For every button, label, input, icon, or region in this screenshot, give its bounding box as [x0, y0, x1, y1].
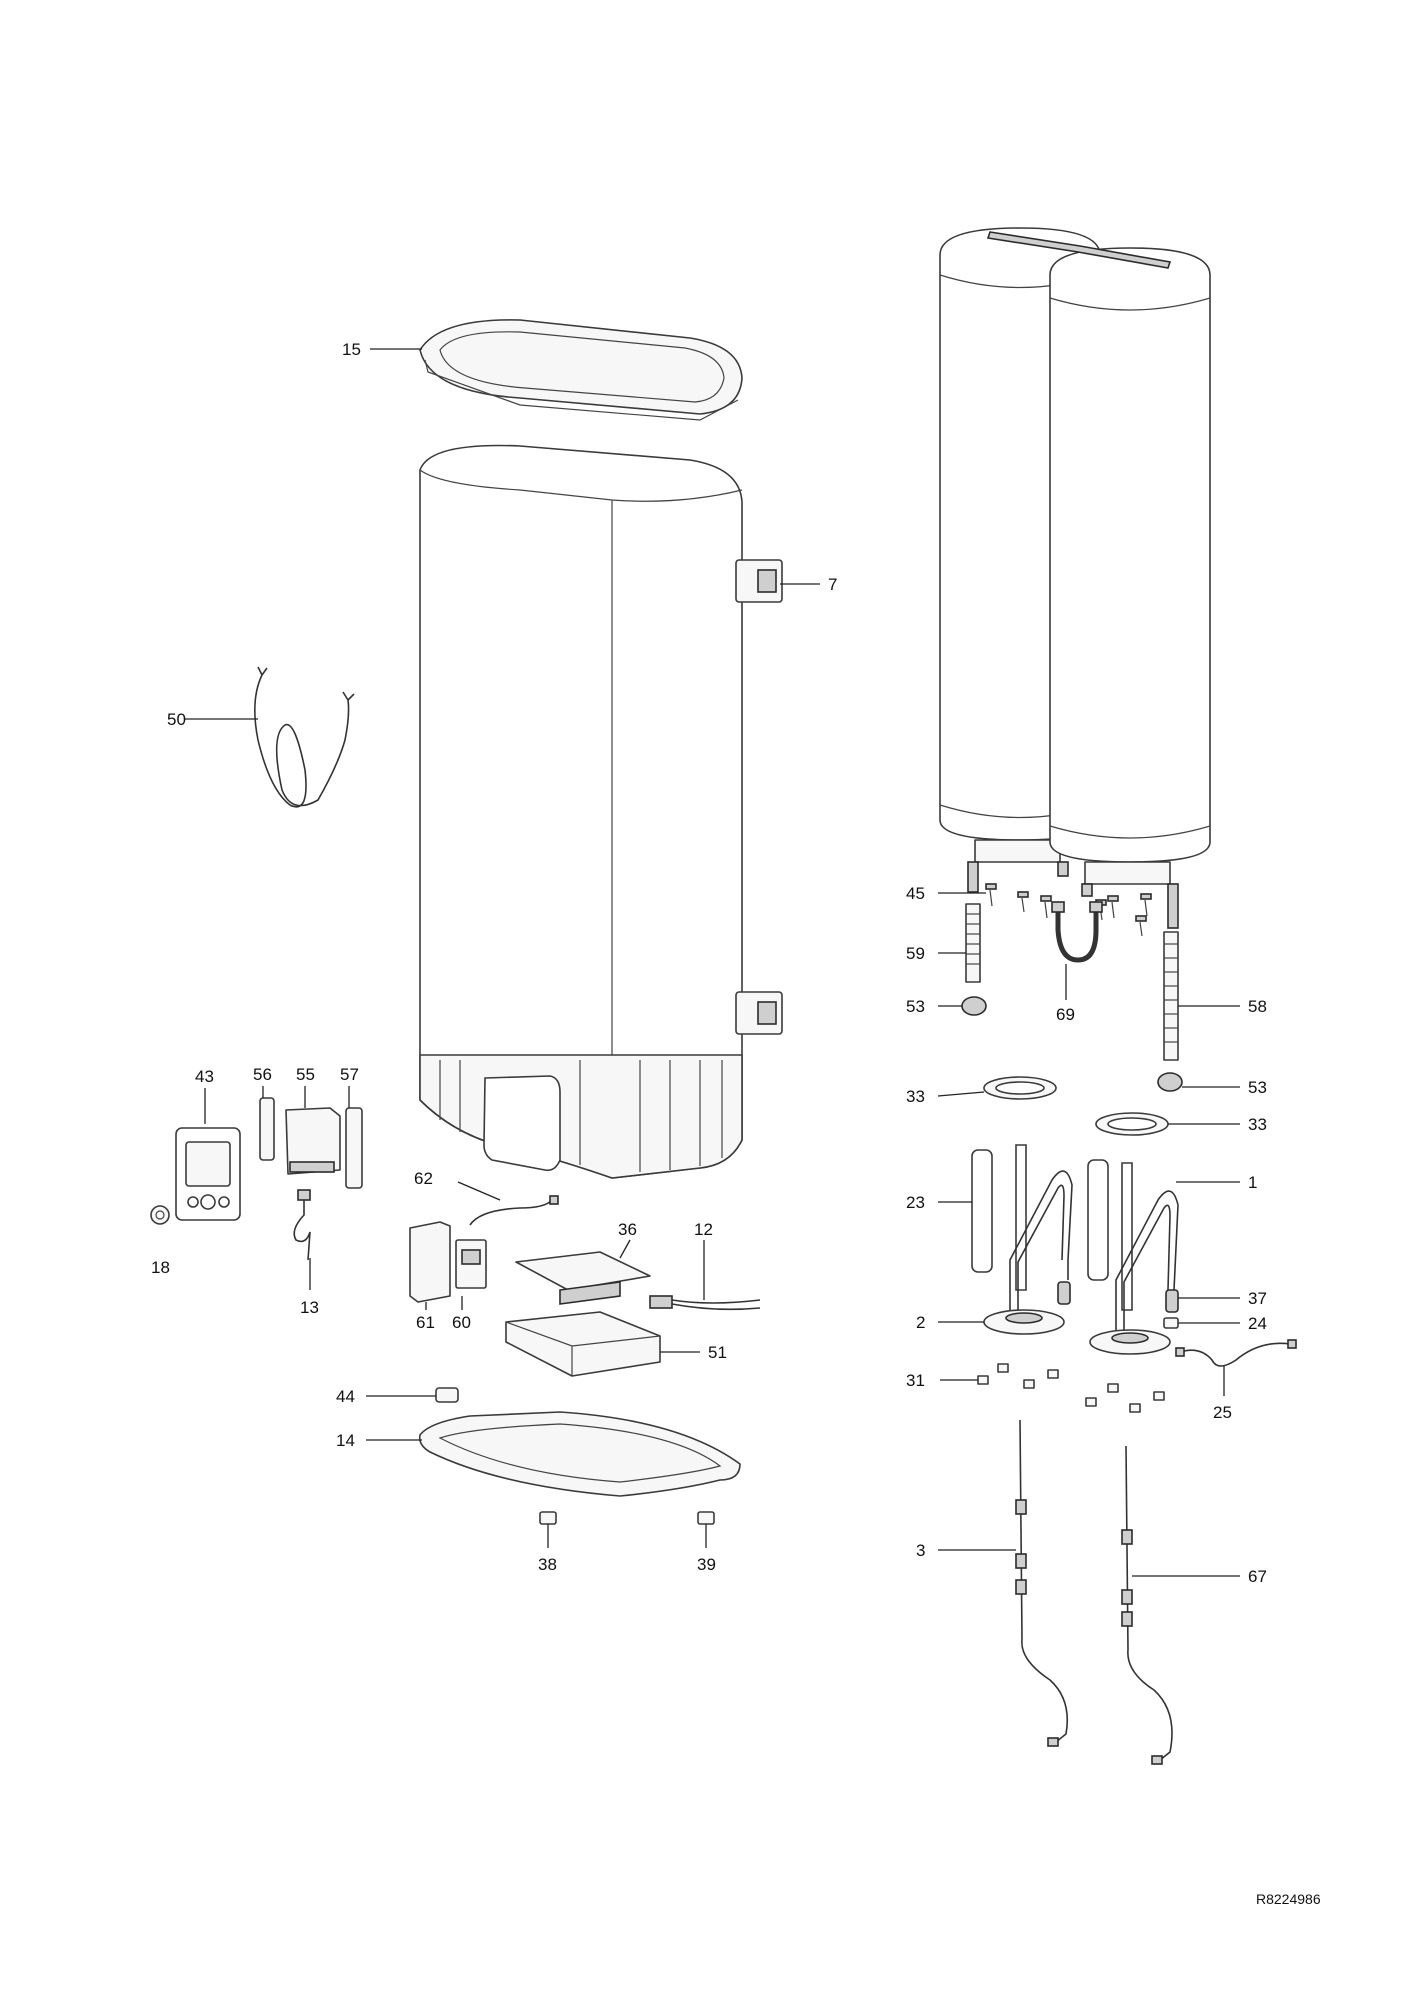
temperature-probe-left-part [1015, 1419, 1069, 1747]
callout-69: 69 [1056, 1005, 1075, 1024]
callout-2: 2 [916, 1313, 925, 1332]
relay-part [455, 1239, 487, 1289]
callout-55: 55 [296, 1065, 315, 1084]
foot-left-part [539, 1511, 557, 1525]
callout-61: 61 [416, 1313, 435, 1332]
earth-cable-part [1175, 1339, 1297, 1367]
callout-56: 56 [253, 1065, 272, 1084]
callout-67: 67 [1248, 1567, 1267, 1586]
callout-1: 1 [1248, 1173, 1257, 1192]
callout-62: 62 [414, 1169, 433, 1188]
wall-bracket-part [735, 559, 783, 1035]
callout-18: 18 [151, 1258, 170, 1277]
anode-rod-part [971, 1149, 1109, 1281]
callout-23: 23 [906, 1193, 925, 1212]
power-board-part [515, 1251, 651, 1305]
callout-12: 12 [694, 1220, 713, 1239]
callout-50: 50 [167, 710, 186, 729]
probe-nut-part [1163, 1317, 1179, 1329]
callout-59: 59 [906, 944, 925, 963]
callout-36: 36 [618, 1220, 637, 1239]
knob-part [150, 1205, 170, 1225]
callout-51: 51 [708, 1343, 727, 1362]
fitting-right-part [1157, 1072, 1183, 1092]
callout-39: 39 [697, 1555, 716, 1574]
connecting-u-pipe-part [1051, 901, 1103, 963]
callout-43: 43 [195, 1067, 214, 1086]
bottom-cover-part [418, 1411, 741, 1497]
sensor-cable-part [293, 1189, 311, 1261]
callout-53-left: 53 [906, 997, 925, 1016]
callout-53-right: 53 [1248, 1078, 1267, 1097]
display-module-part [409, 1221, 451, 1303]
callout-13: 13 [300, 1298, 319, 1317]
power-cable-part [254, 666, 355, 808]
gasket-left-part [983, 1076, 1057, 1100]
temperature-probe-right-part [1121, 1445, 1173, 1765]
callout-33-right: 33 [1248, 1115, 1267, 1134]
screws-part [985, 883, 1152, 937]
dielectric-hose-left-part [965, 903, 981, 983]
callout-15: 15 [342, 340, 361, 359]
gasket-right-part [1095, 1112, 1169, 1136]
callout-24: 24 [1248, 1314, 1267, 1333]
callout-38: 38 [538, 1555, 557, 1574]
water-heater-casing [419, 444, 743, 1179]
callout-14: 14 [336, 1431, 355, 1450]
foot-right-part [697, 1511, 715, 1525]
flange-nuts-part [977, 1363, 1165, 1413]
tank-pipes-part [967, 861, 1179, 929]
callout-44: 44 [336, 1387, 355, 1406]
flange-part [983, 1309, 1171, 1355]
leader-lines [185, 348, 1240, 1577]
callout-58: 58 [1248, 997, 1267, 1016]
callout-57: 57 [340, 1065, 359, 1084]
right-tank-part [1049, 247, 1211, 885]
callout-31: 31 [906, 1371, 925, 1390]
callout-60: 60 [452, 1313, 471, 1332]
tank-strap-part [986, 231, 1172, 269]
callout-7: 7 [828, 575, 837, 594]
pcb-bracket-right-part [345, 1107, 363, 1189]
fitting-left-part [961, 996, 987, 1016]
control-panel-part [175, 1127, 241, 1221]
top-cover-part [419, 319, 743, 421]
callout-3: 3 [916, 1541, 925, 1560]
wiring-harness-part [649, 1295, 761, 1311]
dielectric-hose-right-part [1163, 931, 1179, 1061]
callout-45: 45 [906, 884, 925, 903]
display-cable-part [469, 1195, 559, 1226]
heating-element-part [1009, 1144, 1179, 1340]
callout-33-left: 33 [906, 1087, 925, 1106]
callout-25: 25 [1213, 1403, 1232, 1422]
thermal-probe-part [1057, 1281, 1179, 1313]
clip-part [435, 1387, 459, 1403]
callout-37: 37 [1248, 1289, 1267, 1308]
callout-labels: 15 7 50 43 56 55 57 18 13 62 36 12 61 60… [151, 340, 1267, 1586]
reference-code: R8224986 [1256, 1891, 1321, 1907]
electronics-cover-part [505, 1311, 661, 1377]
pcb-bracket-left-part [259, 1097, 275, 1161]
main-board-part [285, 1107, 341, 1175]
